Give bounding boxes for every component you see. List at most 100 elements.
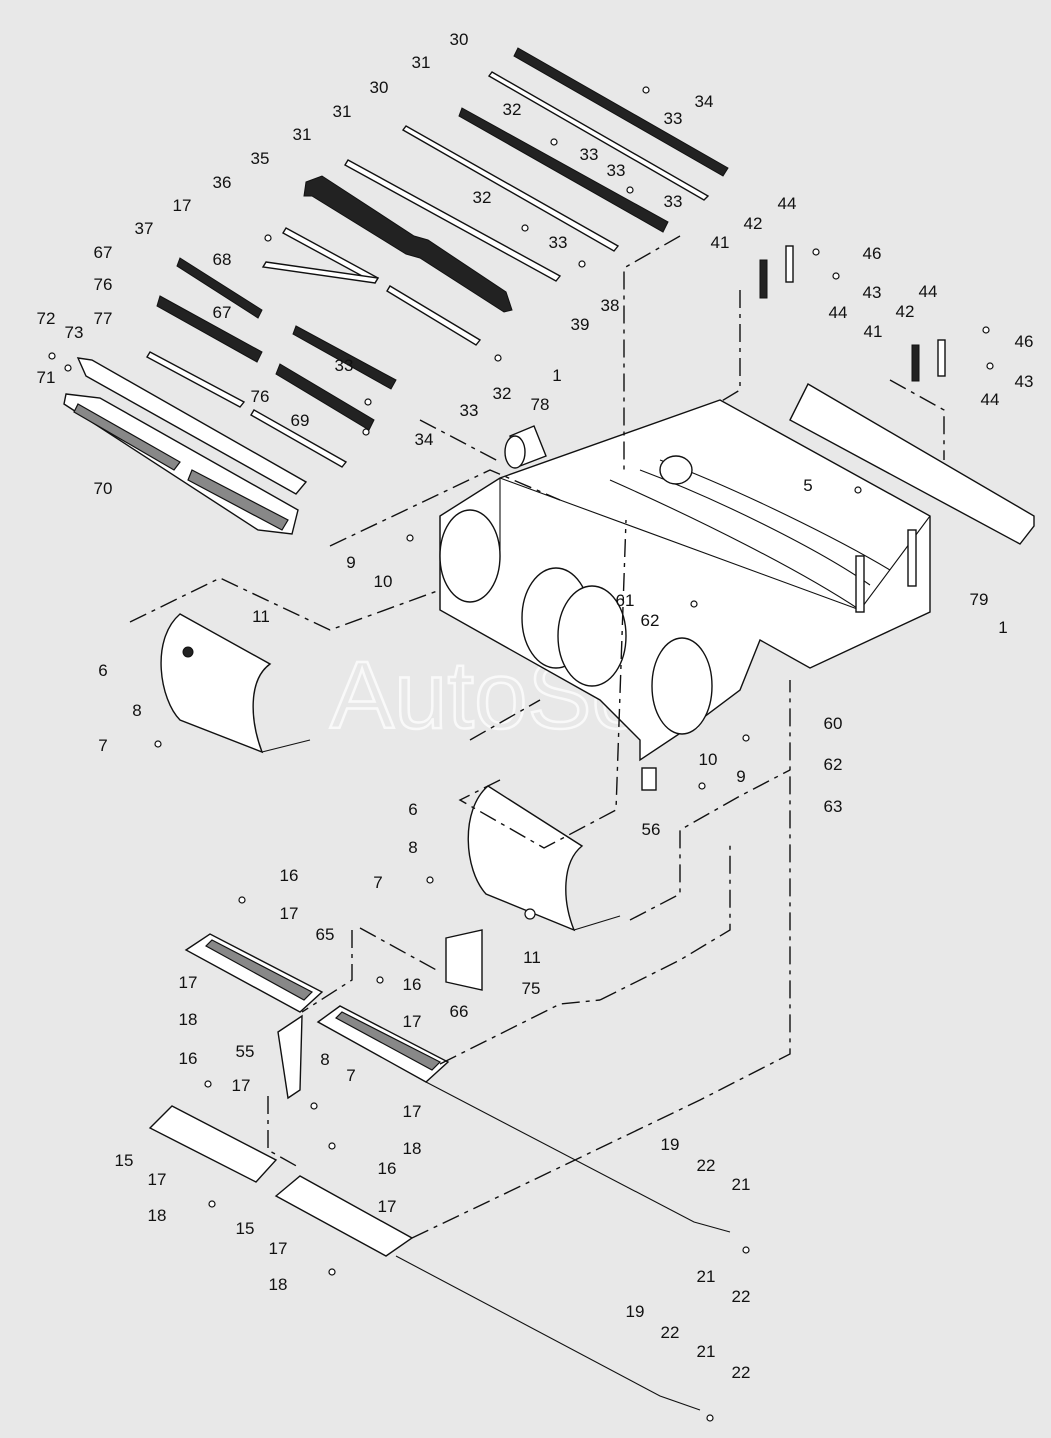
callout-18: 18	[179, 1010, 198, 1029]
plate-79	[789, 383, 1035, 545]
callout-17: 17	[403, 1012, 422, 1031]
callout-44: 44	[829, 303, 848, 322]
seal-76-b	[275, 363, 375, 431]
seal-67-b	[292, 325, 397, 390]
callout-30: 30	[450, 30, 469, 49]
callout-21: 21	[732, 1175, 751, 1194]
callout-9: 9	[346, 553, 355, 572]
callout-32: 32	[503, 100, 522, 119]
callout-33: 33	[607, 161, 626, 180]
callout-21: 21	[697, 1267, 716, 1286]
callout-77: 77	[94, 309, 113, 328]
plate-66	[316, 1005, 450, 1083]
callout-71: 71	[37, 368, 56, 387]
callout-17: 17	[148, 1170, 167, 1189]
strip-69	[250, 409, 348, 468]
callout-9: 9	[736, 767, 745, 786]
seal-76-a	[156, 295, 263, 363]
callout-10: 10	[699, 750, 718, 769]
callout-35: 35	[251, 149, 270, 168]
callout-16: 16	[280, 866, 299, 885]
callout-67: 67	[94, 243, 113, 262]
callout-75: 75	[522, 979, 541, 998]
callout-7: 7	[373, 873, 382, 892]
callout-34: 34	[695, 92, 714, 111]
callout-17: 17	[232, 1076, 251, 1095]
callout-78: 78	[531, 395, 550, 414]
callout-69: 69	[291, 411, 310, 430]
callout-44: 44	[981, 390, 1000, 409]
callout-18: 18	[403, 1139, 422, 1158]
screen-70	[63, 393, 299, 535]
callout-66: 66	[450, 1002, 469, 1021]
plate-75	[445, 929, 483, 991]
callout-55: 55	[236, 1042, 255, 1061]
drum-half-6-lower	[467, 785, 621, 932]
callout-56: 56	[642, 820, 661, 839]
callout-67: 67	[213, 303, 232, 322]
callout-17: 17	[378, 1197, 397, 1216]
callout-36: 36	[213, 173, 232, 192]
bracket-41-lower	[911, 339, 946, 382]
callout-65: 65	[316, 925, 335, 944]
callout-76: 76	[94, 275, 113, 294]
callout-33: 33	[549, 233, 568, 252]
callout-62: 62	[824, 755, 843, 774]
strip-19-upper	[425, 1081, 731, 1233]
callout-6: 6	[98, 661, 107, 680]
callout-1: 1	[998, 618, 1007, 637]
callout-62: 62	[641, 611, 660, 630]
callout-46: 46	[1015, 332, 1034, 351]
plate-15-lower	[274, 1175, 414, 1257]
callout-7: 7	[346, 1066, 355, 1085]
callout-32: 32	[473, 188, 492, 207]
callout-31: 31	[412, 53, 431, 72]
callout-42: 42	[896, 302, 915, 321]
callout-43: 43	[863, 283, 882, 302]
long-bar-71	[76, 357, 308, 495]
motor-78	[504, 425, 547, 469]
callout-17: 17	[403, 1102, 422, 1121]
callout-37: 37	[135, 219, 154, 238]
strip-30-top	[513, 47, 729, 177]
drum-half-6-upper	[160, 613, 311, 754]
callout-11: 11	[523, 948, 541, 967]
strip-31-top	[487, 71, 710, 201]
callout-21: 21	[697, 1342, 716, 1361]
callout-73: 73	[65, 323, 84, 342]
callout-33: 33	[664, 109, 683, 128]
callout-22: 22	[732, 1287, 751, 1306]
callout-63: 63	[824, 797, 843, 816]
seal-35	[303, 175, 513, 313]
seal-67-a	[176, 257, 263, 319]
bracket-55	[277, 1014, 303, 1100]
strip-77	[146, 351, 246, 408]
strip-30-mid	[458, 107, 669, 233]
callout-8: 8	[408, 838, 417, 857]
strip-68	[261, 261, 482, 346]
blower-housing-1	[439, 399, 931, 762]
callout-19: 19	[626, 1302, 645, 1321]
callout-60: 60	[824, 714, 843, 733]
callout-1: 1	[552, 366, 561, 385]
callout-19: 19	[661, 1135, 680, 1154]
callout-6: 6	[408, 800, 417, 819]
callout-44: 44	[919, 282, 938, 301]
callout-31: 31	[293, 125, 312, 144]
callout-33: 33	[460, 401, 479, 420]
assembly-lines	[129, 235, 945, 1239]
callout-17: 17	[269, 1239, 288, 1258]
callout-30: 30	[370, 78, 389, 97]
callout-41: 41	[864, 322, 883, 341]
callout-34: 34	[415, 430, 434, 449]
callout-16: 16	[378, 1159, 397, 1178]
callout-38: 38	[601, 296, 620, 315]
callout-5: 5	[803, 476, 812, 495]
callout-11: 11	[252, 607, 270, 626]
callout-72: 72	[37, 309, 56, 328]
callout-7: 7	[98, 736, 107, 755]
callout-61: 61	[616, 591, 635, 610]
